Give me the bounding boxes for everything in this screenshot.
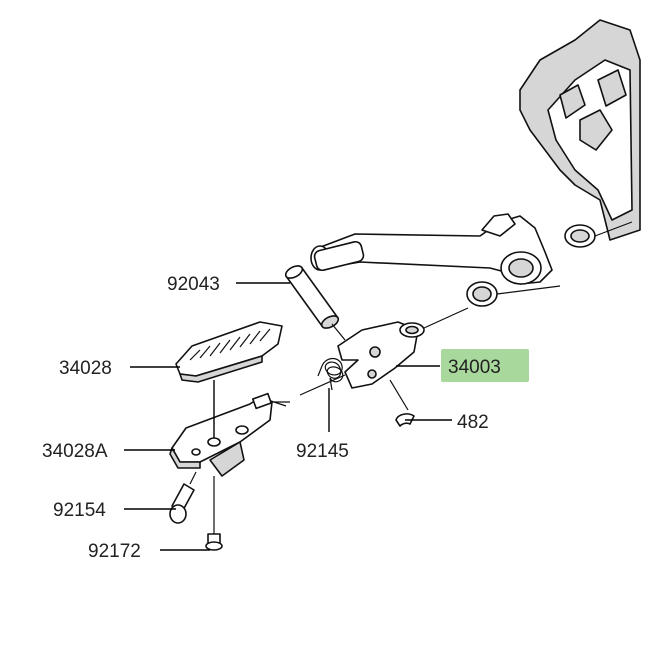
label-92145[interactable]: 92145 [296, 441, 349, 462]
label-482[interactable]: 482 [457, 412, 489, 433]
shift-lever [310, 213, 553, 285]
label-92154[interactable]: 92154 [53, 500, 106, 521]
frame-bracket [519, 19, 641, 241]
highlight-box-34003 [441, 349, 529, 382]
label-34028[interactable]: 34028 [59, 358, 112, 379]
footpeg-rubber-34028 [175, 321, 283, 383]
collar-ring [466, 281, 561, 307]
bolt-92172 [205, 476, 223, 551]
label-92043[interactable]: 92043 [167, 274, 220, 295]
label-34003[interactable]: 34003 [448, 357, 501, 378]
leader-lines [124, 282, 452, 551]
pin-92154 [169, 471, 197, 524]
label-92172[interactable]: 92172 [88, 541, 141, 562]
footpeg-body-34028A [169, 392, 290, 477]
label-34028A[interactable]: 34028A [42, 441, 108, 462]
pin-92043 [284, 265, 346, 341]
bracket-34003 [299, 307, 469, 411]
spring-92145 [317, 357, 344, 391]
lever-washer [564, 221, 633, 248]
